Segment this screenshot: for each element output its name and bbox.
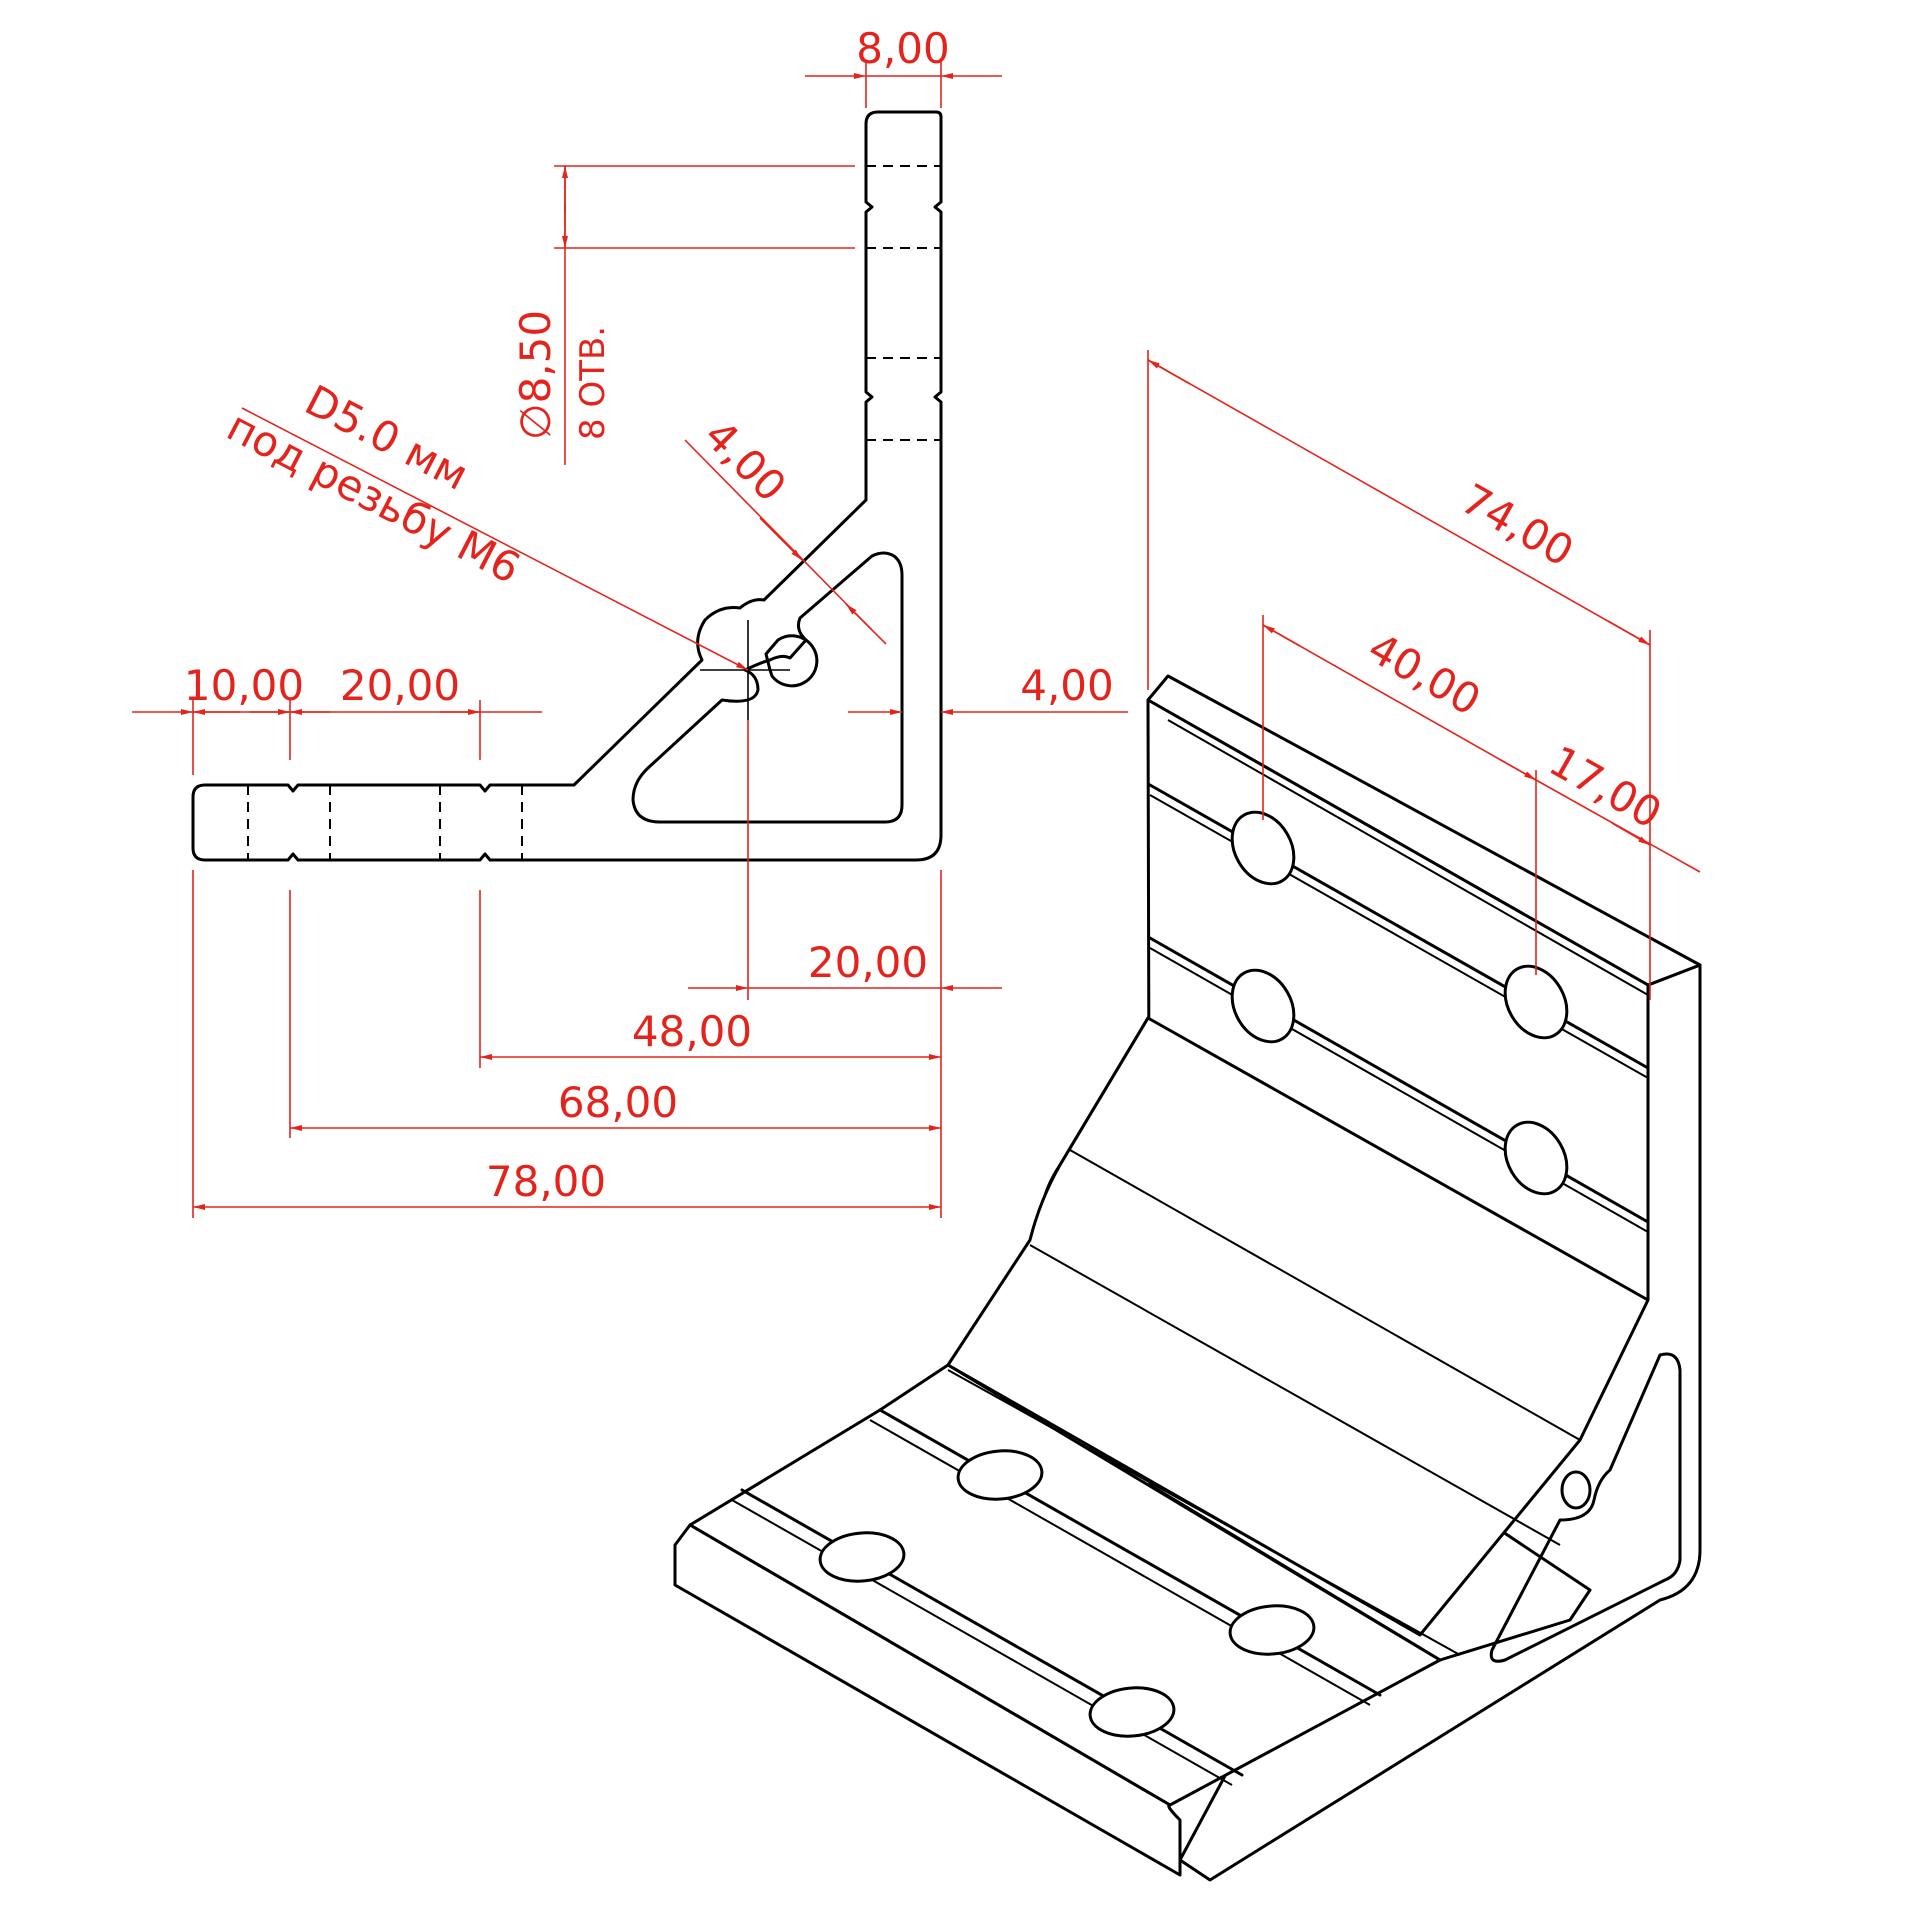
iso-slot (1167, 719, 1649, 996)
dim-wall-right: 4,00 (1020, 661, 1114, 710)
dim-center-20: 20,00 (808, 938, 928, 987)
dim-hole-count: 8 ОТВ. (573, 326, 613, 440)
dim-wall-angled: 4,00 (695, 410, 796, 511)
dimension-line (1147, 359, 1651, 646)
iso-hole (1503, 1120, 1569, 1196)
dimension-line (684, 439, 873, 631)
iso-slope-line (1029, 1244, 1561, 1546)
dim-iso-40: 40,00 (1360, 623, 1489, 725)
dim-iso-74: 74,00 (1453, 474, 1582, 576)
profile-outline (191, 110, 943, 862)
dim-78: 78,00 (486, 1157, 606, 1206)
dimension-line (1498, 758, 1537, 781)
iso-hole (818, 1531, 906, 1583)
iso-hole (1230, 810, 1296, 886)
iso-slot (731, 1499, 1233, 1786)
iso-hole (1228, 1604, 1316, 1656)
iso-horizontal-edge (673, 1523, 1182, 1877)
dim-left-20: 20,00 (340, 661, 460, 710)
iso-hole (1230, 968, 1296, 1044)
profile-dimensions: 8,00 ∅8,50 8 ОТВ. 4,00 D5.0 мм под резьб… (132, 24, 1128, 1218)
dim-68: 68,00 (558, 1078, 678, 1127)
dimension-line (1607, 620, 1651, 646)
iso-hole (956, 1449, 1044, 1501)
dimension-line (1262, 624, 1537, 781)
iso-hole (1088, 1686, 1176, 1738)
dimension-line (759, 517, 803, 561)
tap-hole (764, 634, 819, 688)
isometric-view (673, 674, 1702, 1882)
profile-cavity (631, 551, 904, 824)
dimension-line (1147, 359, 1191, 385)
dimension-line (1262, 624, 1301, 647)
dimension-line (845, 603, 887, 645)
iso-slot (869, 1419, 1371, 1706)
iso-hole (1503, 964, 1569, 1040)
leader-line (241, 407, 749, 671)
dimension-line (1611, 822, 1651, 846)
iso-side-cavity (1489, 1352, 1682, 1663)
profile-view (191, 110, 943, 862)
iso-slope-line (1069, 1149, 1581, 1441)
dim-top-width: 8,00 (856, 24, 950, 73)
iso-slope-upper (946, 1016, 1650, 1637)
dim-left-10: 10,00 (184, 661, 304, 710)
iso-tap-hole (1560, 1470, 1592, 1510)
dim-48: 48,00 (632, 1007, 752, 1056)
dim-hole-dia: ∅8,50 (511, 310, 560, 440)
iso-slope-line (947, 1369, 1461, 1656)
